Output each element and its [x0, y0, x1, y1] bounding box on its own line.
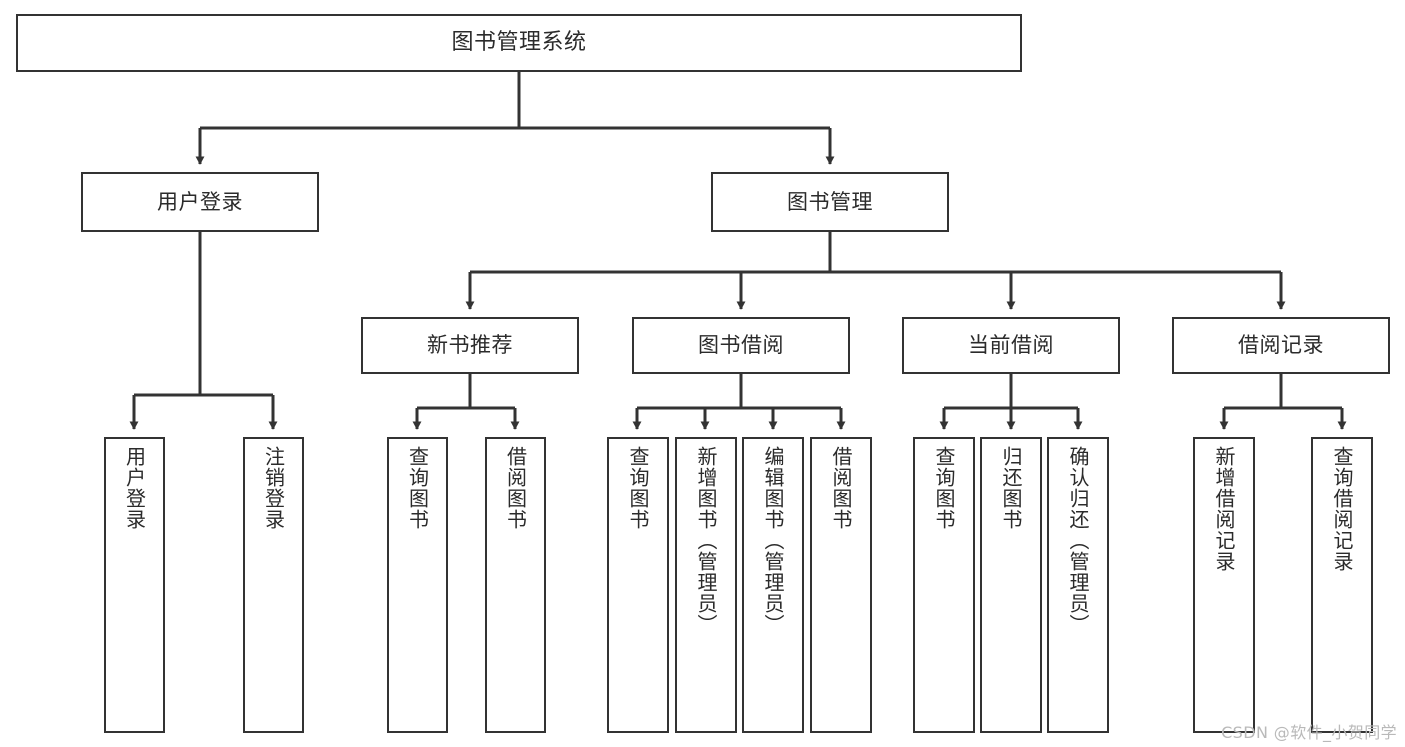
leaf-query-books-current[interactable]: 查询图书 — [913, 437, 975, 733]
leaf-add-book-admin[interactable]: 新增图书（管理员） — [675, 437, 737, 733]
watermark-text: CSDN @软件_小贺同学 — [1221, 723, 1397, 742]
node-book-management[interactable]: 图书管理 — [711, 172, 949, 232]
node-label: 借阅图书 — [503, 446, 528, 530]
node-current-borrowing[interactable]: 当前借阅 — [902, 317, 1120, 374]
leaf-logout[interactable]: 注销登录 — [243, 437, 304, 733]
leaf-edit-book-admin[interactable]: 编辑图书（管理员） — [742, 437, 804, 733]
leaf-user-login[interactable]: 用户登录 — [104, 437, 165, 733]
node-label: 新增图书（管理员） — [694, 446, 718, 635]
node-label: 用户登录 — [157, 189, 243, 214]
node-label: 查询借阅记录 — [1330, 446, 1354, 572]
node-label: 图书借阅 — [698, 333, 784, 358]
node-label: 用户登录 — [122, 446, 147, 530]
node-label: 图书管理系统 — [451, 30, 587, 56]
leaf-add-borrow-record[interactable]: 新增借阅记录 — [1193, 437, 1255, 733]
leaf-borrow-books[interactable]: 借阅图书 — [810, 437, 872, 733]
node-label: 编辑图书（管理员） — [761, 446, 785, 635]
node-new-book-recommendation[interactable]: 新书推荐 — [361, 317, 579, 374]
leaf-query-books-borrow[interactable]: 查询图书 — [607, 437, 669, 733]
node-label: 确认归还（管理员） — [1066, 446, 1090, 635]
node-label: 归还图书 — [999, 446, 1023, 530]
node-label: 新增借阅记录 — [1212, 446, 1236, 572]
node-root-system[interactable]: 图书管理系统 — [16, 14, 1022, 72]
leaf-query-borrow-record[interactable]: 查询借阅记录 — [1311, 437, 1373, 733]
node-label: 图书管理 — [787, 189, 873, 214]
node-label: 查询图书 — [405, 446, 430, 530]
node-label: 借阅图书 — [829, 446, 853, 530]
node-label: 查询图书 — [626, 446, 650, 530]
leaf-return-books[interactable]: 归还图书 — [980, 437, 1042, 733]
node-user-login[interactable]: 用户登录 — [81, 172, 319, 232]
node-borrow-records[interactable]: 借阅记录 — [1172, 317, 1390, 374]
node-label: 当前借阅 — [968, 333, 1054, 358]
leaf-query-books-recommend[interactable]: 查询图书 — [387, 437, 448, 733]
node-book-borrowing[interactable]: 图书借阅 — [632, 317, 850, 374]
node-label: 注销登录 — [261, 446, 286, 530]
leaf-borrow-books-recommend[interactable]: 借阅图书 — [485, 437, 546, 733]
node-label: 查询图书 — [932, 446, 956, 530]
node-label: 借阅记录 — [1238, 333, 1324, 358]
node-label: 新书推荐 — [427, 333, 513, 358]
leaf-confirm-return-admin[interactable]: 确认归还（管理员） — [1047, 437, 1109, 733]
